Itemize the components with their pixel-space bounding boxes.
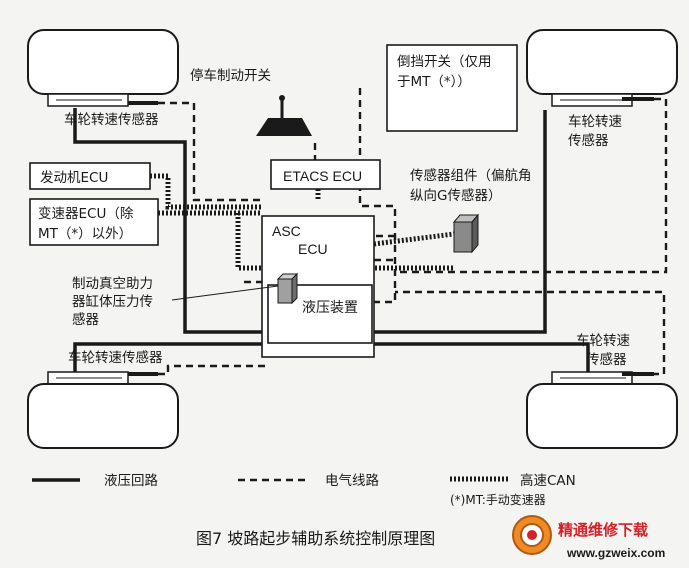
parking-brake-switch-label: 停车制动开关 bbox=[190, 67, 271, 84]
reverse-switch-label-2: 于MT（*）） bbox=[397, 74, 471, 90]
speed-sensor-rr bbox=[622, 372, 654, 376]
booster-sensor-label-3: 感器 bbox=[72, 311, 99, 328]
yaw-g-sensor-block bbox=[452, 213, 480, 254]
wheel-sensor-rr-label-1: 车轮转速 bbox=[576, 332, 630, 349]
wheel-sensor-fl-label: 车轮转速传感器 bbox=[64, 111, 159, 128]
transmission-ecu-box bbox=[29, 198, 159, 246]
legend-mt-note: (*)MT:手动变速器 bbox=[450, 492, 546, 507]
watermark: 精通维修下载 www.gzweix.com bbox=[512, 515, 665, 560]
speed-sensor-rl bbox=[128, 372, 158, 376]
transmission-ecu-label-2: MT（*）以外） bbox=[38, 226, 132, 242]
reverse-switch-box bbox=[386, 44, 518, 132]
can-bus-lines bbox=[150, 173, 455, 271]
legend-electrical-label: 电气线路 bbox=[325, 473, 379, 489]
etacs-ecu-label: ETACS ECU bbox=[283, 168, 362, 184]
speed-sensor-fr bbox=[622, 97, 654, 101]
wheel-sensor-rl-label: 车轮转速传感器 bbox=[68, 349, 163, 366]
figure-caption: 图7 坡路起步辅助系统控制原理图 bbox=[196, 529, 435, 548]
legend-can-label: 高速CAN bbox=[520, 472, 576, 489]
legend: 液压回路 电气线路 高速CAN (*)MT:手动变速器 bbox=[32, 472, 576, 507]
wheel-sensor-fr-label-2: 传感器 bbox=[568, 132, 609, 149]
reverse-switch-label-1: 倒挡开关（仅用 bbox=[397, 54, 492, 70]
wheel-rear-left bbox=[27, 371, 179, 449]
watermark-name: 精通维修下载 bbox=[558, 521, 648, 539]
watermark-url: www.gzweix.com bbox=[566, 546, 665, 560]
wheel-sensor-rr-label-2: 传感器 bbox=[586, 351, 627, 368]
hydraulic-lines bbox=[73, 108, 590, 372]
hydraulic-unit-label: 液压装置 bbox=[302, 300, 358, 316]
engine-ecu-label: 发动机ECU bbox=[40, 170, 108, 186]
booster-sensor-label-2: 器缸体压力传 bbox=[72, 293, 153, 310]
sensor-assembly-label-1: 传感器组件（偏航角 bbox=[410, 167, 532, 184]
wheel-rear-right bbox=[526, 371, 678, 449]
transmission-ecu-label-1: 变速器ECU（除 bbox=[38, 206, 134, 222]
wheel-sensor-fr-label-1: 车轮转速 bbox=[568, 113, 622, 130]
wheel-front-left bbox=[27, 29, 179, 107]
booster-pressure-sensor bbox=[276, 272, 299, 305]
etacs-ecu-box bbox=[270, 159, 381, 190]
asc-ecu-label-2: ECU bbox=[298, 241, 328, 257]
speed-sensor-fl bbox=[128, 101, 158, 105]
booster-callout-line bbox=[171, 285, 279, 301]
parking-brake-lever-icon bbox=[256, 95, 312, 136]
watermark-gear-icon bbox=[512, 515, 552, 555]
asc-ecu-label-1: ASC bbox=[272, 223, 301, 239]
booster-sensor-label-1: 制动真空助力 bbox=[72, 276, 153, 292]
sensor-assembly-label-2: 纵向G传感器） bbox=[410, 187, 501, 204]
wheel-front-right bbox=[526, 29, 678, 107]
legend-hydraulic-label: 液压回路 bbox=[104, 473, 158, 489]
engine-ecu-box bbox=[29, 162, 151, 190]
